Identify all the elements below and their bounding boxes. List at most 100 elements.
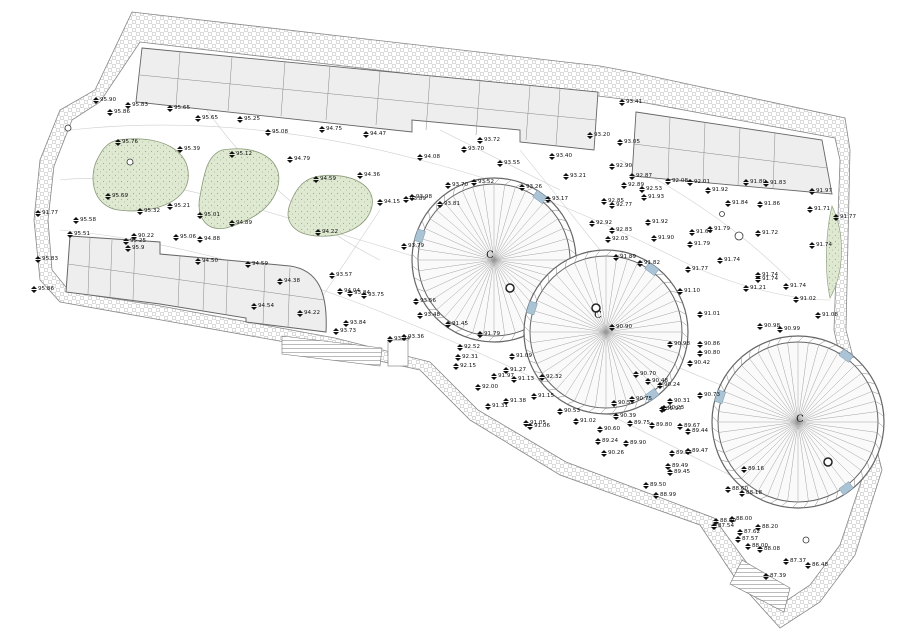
spot-level: 94.15 xyxy=(377,199,400,206)
spot-level: 92.03 xyxy=(605,236,628,243)
level-marker-icon xyxy=(387,336,393,343)
spot-level-value: 91.74 xyxy=(762,272,778,278)
level-marker-icon xyxy=(657,382,663,389)
lawn-3 xyxy=(287,174,373,237)
spot-level: 94.22 xyxy=(315,229,338,236)
spot-level: 93.56 xyxy=(413,298,436,305)
spot-level: 93.98 xyxy=(409,194,432,201)
spot-level: 88.89 xyxy=(713,518,736,525)
spot-level-value: 91.74 xyxy=(816,242,832,248)
spot-level-value: 90.60 xyxy=(604,426,620,432)
spot-level-value: 94.08 xyxy=(424,154,440,160)
spot-level: 91.97 xyxy=(491,373,514,380)
level-marker-icon xyxy=(361,292,367,299)
spot-level: 87.57 xyxy=(735,536,758,543)
level-marker-icon xyxy=(549,153,555,160)
level-marker-icon xyxy=(477,331,483,338)
spot-level-value: 93.41 xyxy=(626,99,642,105)
level-marker-icon xyxy=(783,283,789,290)
spot-level: 93.81 xyxy=(437,201,460,208)
level-marker-icon xyxy=(265,129,271,136)
level-marker-icon xyxy=(735,536,741,543)
spot-level: 93.89 xyxy=(403,196,426,203)
spot-level-value: 91.79 xyxy=(714,226,730,232)
spot-level: 95.12 xyxy=(229,151,252,158)
level-marker-icon xyxy=(363,131,369,138)
level-marker-icon xyxy=(523,420,529,427)
level-marker-icon xyxy=(137,208,143,215)
spot-level-value: 95.90 xyxy=(100,97,116,103)
level-marker-icon xyxy=(173,234,179,241)
level-marker-icon xyxy=(667,469,673,476)
spot-level-value: 91.45 xyxy=(452,321,468,327)
spot-level-value: 91.64 xyxy=(696,229,712,235)
level-marker-icon xyxy=(665,463,671,470)
spot-level: 91.74 xyxy=(717,257,740,264)
spot-level-value: 89.90 xyxy=(630,440,646,446)
spot-level: 91.86 xyxy=(757,201,780,208)
spot-level-value: 93.72 xyxy=(484,137,500,143)
dome-2: C xyxy=(523,249,689,415)
dome-label: C xyxy=(796,414,804,425)
stairs xyxy=(281,335,791,613)
spot-level: 92.52 xyxy=(457,344,480,351)
level-marker-icon xyxy=(677,423,683,430)
level-marker-icon xyxy=(445,321,451,328)
level-marker-icon xyxy=(455,354,461,361)
spot-level-value: 95.25 xyxy=(130,238,146,244)
spot-level: 91.10 xyxy=(677,288,700,295)
level-marker-icon xyxy=(401,243,407,250)
spot-level: 92.87 xyxy=(629,173,652,180)
level-marker-icon xyxy=(689,229,695,236)
spot-level-value: 91.93 xyxy=(648,194,664,200)
spot-level-value: 94.50 xyxy=(202,258,218,264)
spot-level-value: 88.60 xyxy=(732,486,748,492)
spot-level-value: 93.21 xyxy=(570,173,586,179)
lawn-2 xyxy=(198,148,280,229)
spot-level-value: 95.83 xyxy=(42,256,58,262)
spot-level-value: 93.40 xyxy=(556,153,572,159)
level-marker-icon xyxy=(609,163,615,170)
spot-level-value: 94.75 xyxy=(326,126,342,132)
level-marker-icon xyxy=(711,523,717,530)
spot-level: 95.69 xyxy=(105,193,128,200)
level-marker-icon xyxy=(687,241,693,248)
level-marker-icon xyxy=(633,371,639,378)
spot-level: 88.08 xyxy=(757,546,780,553)
spot-level-value: 89.45 xyxy=(674,469,690,475)
spot-level-value: 95.65 xyxy=(202,115,218,121)
spot-level-value: 95.39 xyxy=(184,146,200,152)
level-marker-icon xyxy=(329,272,335,279)
fixture-circle xyxy=(64,124,72,132)
spot-level-value: 89.97 xyxy=(666,406,682,412)
planting-strip-east xyxy=(826,205,842,299)
level-marker-icon xyxy=(531,393,537,400)
spot-level-value: 89.47 xyxy=(692,448,708,454)
spot-level: 95.21 xyxy=(167,203,190,210)
level-marker-icon xyxy=(609,227,615,234)
spot-level-value: 90.48 xyxy=(652,378,668,384)
spot-level: 90.48 xyxy=(645,378,668,385)
spot-level-value: 95.01 xyxy=(204,212,220,218)
spot-level: 91.64 xyxy=(689,229,712,236)
spot-level: 93.40 xyxy=(549,153,572,160)
spot-level-value: 93.36 xyxy=(408,334,424,340)
level-marker-icon xyxy=(697,311,703,318)
spot-level-value: 92.03 xyxy=(612,236,628,242)
spot-level-value: 90.24 xyxy=(664,382,680,388)
level-marker-icon xyxy=(687,179,693,186)
level-marker-icon xyxy=(687,360,693,367)
fixture-circle xyxy=(734,231,744,241)
level-marker-icon xyxy=(471,179,477,186)
spot-level: 89.75 xyxy=(627,420,650,427)
spot-level-value: 87.39 xyxy=(770,573,786,579)
spot-level-value: 90.22 xyxy=(138,233,154,239)
spot-level: 94.04 xyxy=(337,288,360,295)
spot-level-value: 95.65 xyxy=(174,105,190,111)
level-marker-icon xyxy=(167,105,173,112)
spot-level-value: 91.77 xyxy=(692,266,708,272)
level-marker-icon xyxy=(197,212,203,219)
spot-level: 94.08 xyxy=(417,154,440,161)
spot-level-value: 93.75 xyxy=(368,292,384,298)
spot-level: 95.06 xyxy=(173,234,196,241)
